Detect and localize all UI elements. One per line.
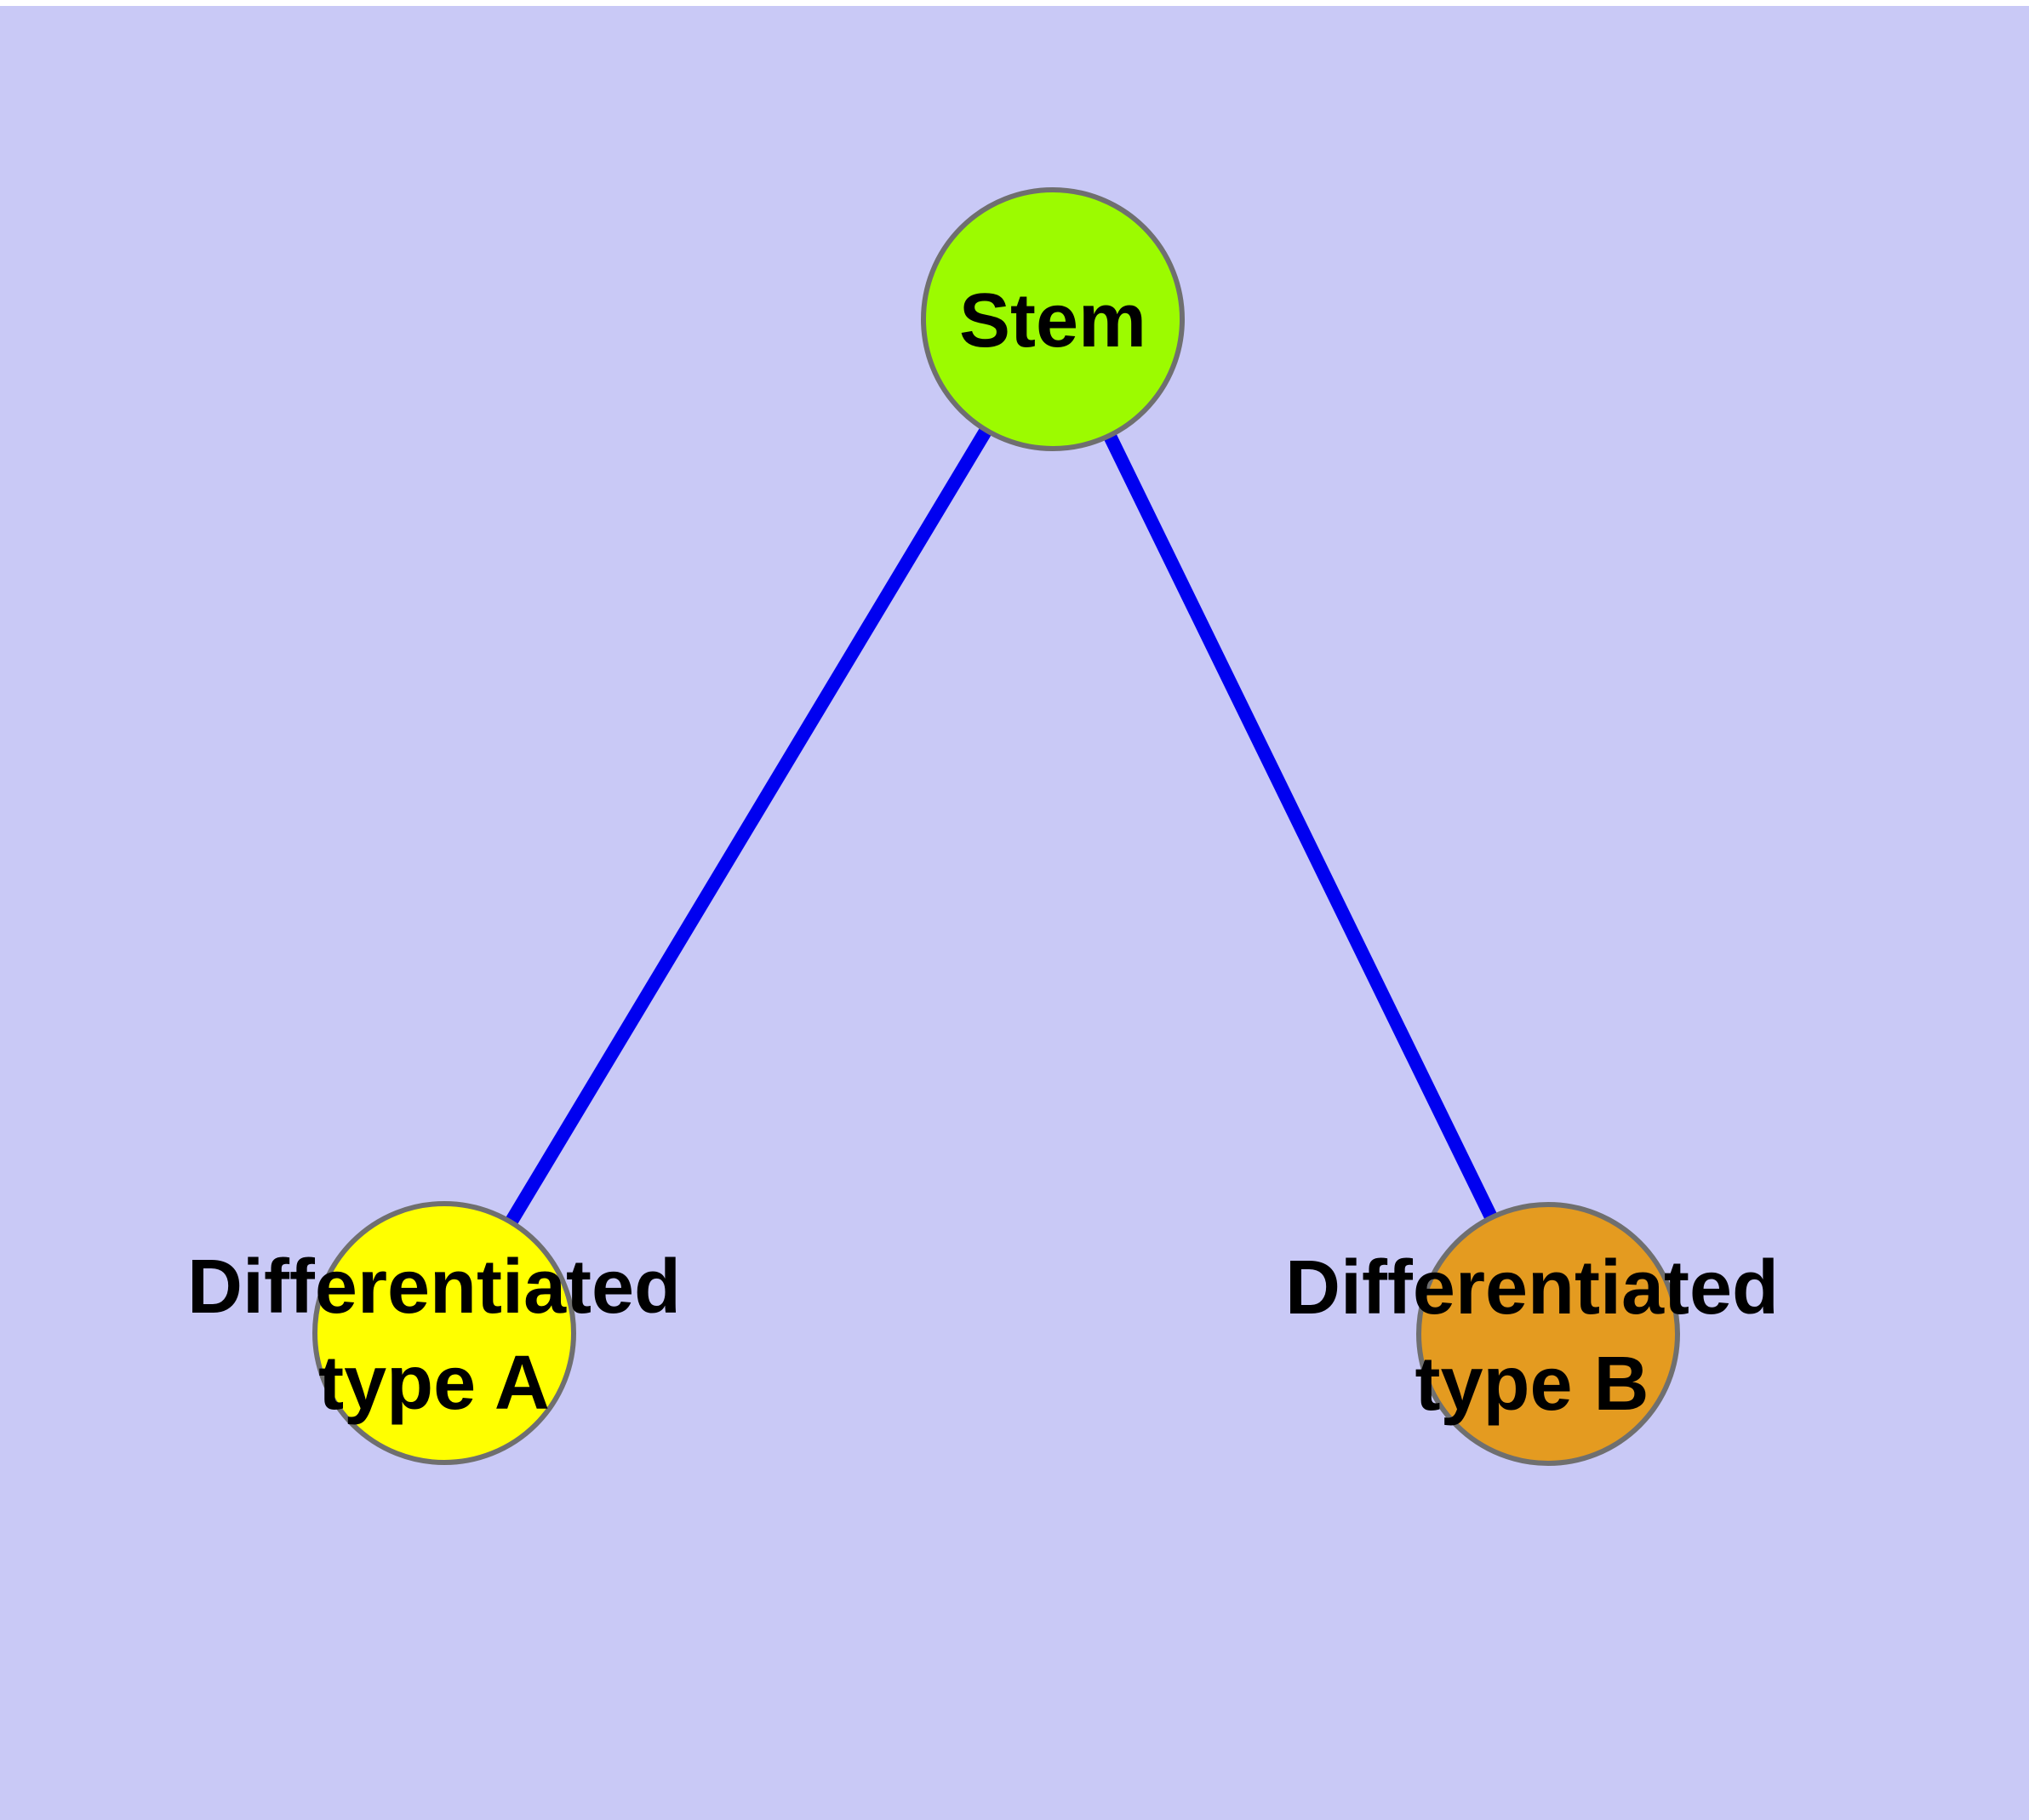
node-label-type-b-line1: Differentiated [1285, 1245, 1779, 1331]
node-differentiated-type-b [1416, 1202, 1680, 1466]
edge-stem-to-type-a [438, 315, 1059, 1337]
node-stem [921, 187, 1185, 451]
node-label-type-b-line2: type B [1415, 1342, 1649, 1427]
node-differentiated-type-a [312, 1201, 576, 1465]
node-label-type-a-line2: type A [318, 1341, 550, 1426]
node-label-stem: Stem [959, 278, 1146, 363]
edge-stem-to-type-b [1046, 316, 1555, 1337]
node-label-type-a-line1: Differentiated [187, 1245, 681, 1330]
